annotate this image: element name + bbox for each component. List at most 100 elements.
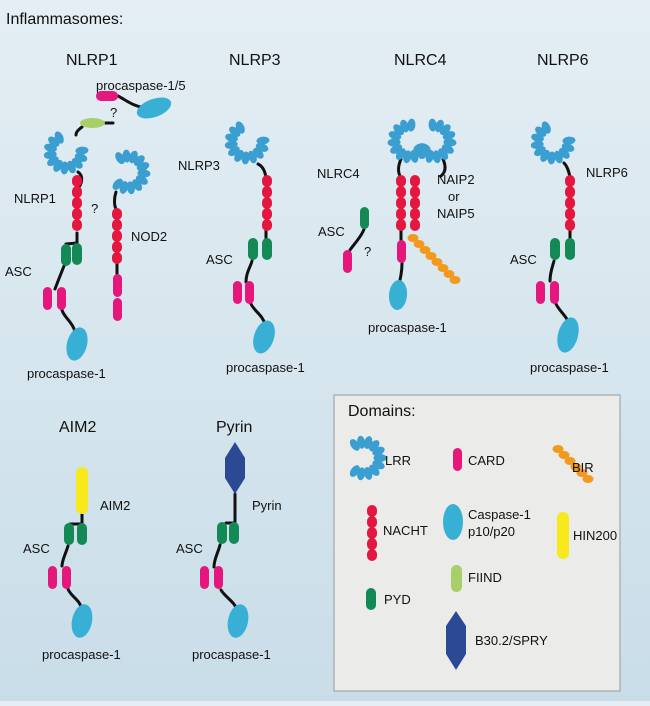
pyrin-title: Pyrin (216, 419, 252, 436)
lrr-petal (554, 150, 563, 164)
lrr-petal (115, 152, 125, 165)
aim2-label: AIM2 (100, 498, 130, 513)
pyd-domain (360, 207, 369, 229)
asc-label: ASC (5, 264, 32, 279)
nlrc4-label: NLRC4 (317, 166, 360, 181)
nacht-segment (72, 219, 82, 231)
nacht-segment (565, 197, 575, 209)
linker (348, 227, 366, 252)
card-domain (550, 281, 559, 304)
lrr-petal (67, 160, 76, 174)
naip5-label: NAIP5 (437, 206, 475, 221)
lrr-domain (112, 149, 151, 195)
hin200-domain (557, 512, 569, 559)
lrr-petal (235, 121, 245, 134)
caspase-domain (557, 317, 579, 353)
lrr-petal (75, 146, 89, 155)
b30-spry-domain (446, 611, 466, 670)
card-domain (113, 298, 122, 321)
bir-bead (413, 240, 425, 248)
asc-label: ASC (176, 541, 203, 556)
page-title: Inflammasomes: (6, 11, 123, 28)
bir-bead (437, 264, 449, 272)
caspase-domain (136, 97, 172, 119)
lrr-petal (530, 140, 544, 149)
nacht-segment (565, 219, 575, 231)
nacht-segment (72, 175, 82, 187)
lrr-petal (43, 150, 57, 159)
lrr-petal (442, 131, 456, 140)
query-mark: ? (110, 105, 117, 120)
lrr-petal (373, 454, 387, 462)
nacht-segment (396, 219, 406, 231)
nacht-segment (262, 186, 272, 198)
naip2-label: NAIP2 (437, 172, 475, 187)
nacht-segment (367, 538, 377, 550)
nacht-segment (112, 252, 122, 264)
lrr-petal (54, 131, 64, 144)
asc-label: ASC (318, 224, 345, 239)
card-domain (48, 566, 57, 589)
lrr-domain (43, 131, 89, 175)
lrr-petal (387, 138, 401, 147)
nacht-segment (262, 197, 272, 209)
query-mark: ? (364, 244, 371, 259)
linker (60, 544, 70, 568)
bir-bead (576, 469, 588, 477)
nacht-segment (565, 175, 575, 187)
lrr-petal (248, 150, 257, 164)
procaspase-1-5-label: procaspase-1/5 (96, 78, 186, 93)
bir-bead (443, 270, 455, 278)
lrr-petal (126, 181, 135, 195)
nlrp3-label: NLRP3 (178, 158, 220, 173)
nacht-segment (112, 208, 122, 220)
procaspase-1-label: procaspase-1 (368, 320, 447, 335)
pyd-domain (262, 238, 272, 260)
lrr-petal (357, 435, 366, 449)
query-mark: ? (91, 201, 98, 216)
lrr-domain (349, 435, 387, 481)
legend-bir: BIR (572, 460, 594, 475)
legend-title: Domains: (348, 403, 416, 420)
procaspase-1-label: procaspase-1 (530, 360, 609, 375)
nacht-segment (262, 208, 272, 220)
lrr-petal (256, 136, 270, 145)
lrr-petal (390, 144, 403, 154)
card-domain (43, 287, 52, 310)
card-domain (96, 91, 118, 101)
lrr-petal (407, 118, 416, 132)
caspase-domain (443, 504, 463, 540)
nlrp6-title: NLRP6 (537, 52, 589, 69)
card-domain (343, 250, 352, 273)
procaspase-1-label: procaspase-1 (27, 366, 106, 381)
nlrc4-title: NLRC4 (394, 52, 447, 69)
nlrp1-label: NLRP1 (14, 191, 56, 206)
bir-bead (407, 234, 419, 242)
nacht-segment (112, 241, 122, 253)
caspase-domain (227, 604, 249, 638)
nacht-segment (396, 186, 406, 198)
nacht-segment (112, 219, 122, 231)
linker (244, 259, 254, 284)
nlrp1-title: NLRP1 (66, 52, 118, 69)
lrr-petal (400, 119, 409, 133)
nacht-segment (565, 208, 575, 220)
lrr-petal (409, 150, 419, 163)
nacht-segment (410, 175, 420, 187)
nlrp3-title: NLRP3 (229, 52, 281, 69)
lrr-petal (541, 121, 551, 134)
caspase-domain (253, 320, 275, 354)
procaspase-1-label: procaspase-1 (192, 647, 271, 662)
nacht-segment (367, 505, 377, 517)
card-domain (200, 566, 209, 589)
pyd-domain (366, 588, 376, 610)
nacht-segment (72, 197, 82, 209)
card-domain (113, 274, 122, 297)
legend-caspase: Caspase-1 (468, 507, 531, 522)
legend-card: CARD (468, 453, 505, 468)
nacht-segment (262, 219, 272, 231)
fiind-domain (80, 118, 105, 128)
bir-bead (425, 252, 437, 260)
linker (212, 543, 222, 569)
